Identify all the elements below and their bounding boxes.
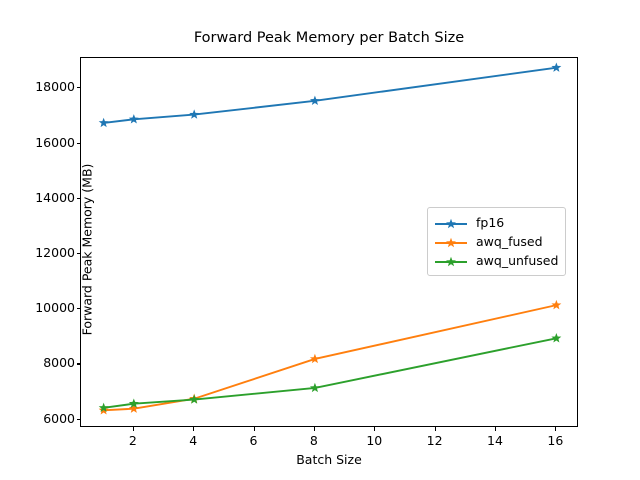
legend-item-fp16: fp16: [434, 213, 558, 232]
series-line: [103, 337, 557, 409]
x-tick-mark: [374, 427, 376, 431]
y-tick-mark: [76, 87, 80, 89]
y-tick-label: 18000: [35, 79, 75, 95]
y-tick-mark: [76, 418, 80, 420]
y-tick-label: 14000: [35, 189, 75, 205]
data-point-marker: [309, 95, 320, 106]
y-tick-mark: [76, 308, 80, 310]
data-point-marker: [128, 398, 139, 408]
legend-swatch-icon: [434, 216, 468, 230]
data-point-marker: [309, 382, 320, 393]
x-tick-label: 4: [189, 433, 198, 448]
y-tick-label: 8000: [43, 355, 75, 371]
y-tick-mark: [76, 253, 80, 255]
data-point-marker: [128, 403, 139, 413]
x-tick-mark: [193, 427, 195, 431]
series-line: [103, 66, 557, 124]
y-tick-mark: [76, 142, 80, 144]
series-lines: [98, 62, 562, 415]
x-tick-label: 10: [366, 433, 383, 448]
y-tick-label: 16000: [35, 134, 75, 150]
legend-label: awq_fused: [476, 234, 543, 249]
data-point-marker: [551, 299, 562, 310]
x-tick-mark: [132, 427, 134, 431]
x-tick-mark: [434, 427, 436, 431]
legend-item-awq_unfused: awq_unfused: [434, 251, 558, 270]
chart-legend: fp16 awq_fused awq_unfused: [427, 207, 567, 276]
y-tick-mark: [76, 363, 80, 365]
data-point-marker: [98, 117, 109, 128]
y-tick-label: 12000: [35, 245, 75, 261]
x-tick-label: 14: [487, 433, 503, 448]
legend-label: fp16: [476, 215, 505, 230]
data-point-marker: [128, 114, 139, 124]
chart-title: Forward Peak Memory per Batch Size: [193, 30, 465, 46]
x-tick-mark: [253, 427, 255, 431]
series-line: [103, 304, 557, 412]
x-tick-label: 16: [547, 433, 564, 448]
x-axis-label: Batch Size: [296, 452, 362, 467]
series-fp16: [98, 62, 562, 128]
series-awq_fused: [98, 299, 562, 415]
y-tick-label: 6000: [43, 410, 75, 426]
data-point-marker: [189, 109, 200, 119]
x-tick-mark: [313, 427, 315, 431]
x-tick-label: 8: [309, 433, 318, 448]
data-point-marker: [189, 394, 200, 404]
plot-area: [80, 57, 578, 427]
legend-swatch-icon: [434, 254, 468, 268]
x-tick-label: 6: [249, 433, 258, 448]
y-tick-label: 10000: [35, 300, 75, 316]
data-point-marker: [98, 402, 109, 413]
x-tick-mark: [555, 427, 557, 431]
x-tick-mark: [495, 427, 497, 431]
y-tick-mark: [76, 197, 80, 199]
x-tick-label: 2: [128, 433, 137, 448]
data-point-marker: [309, 353, 320, 364]
data-point-marker: [551, 333, 562, 343]
legend-label: awq_unfused: [476, 253, 559, 268]
data-point-marker: [551, 62, 562, 72]
x-tick-label: 12: [426, 433, 443, 448]
series-awq_unfused: [98, 333, 562, 413]
legend-item-awq_fused: awq_fused: [434, 232, 558, 251]
legend-swatch-icon: [434, 235, 468, 249]
